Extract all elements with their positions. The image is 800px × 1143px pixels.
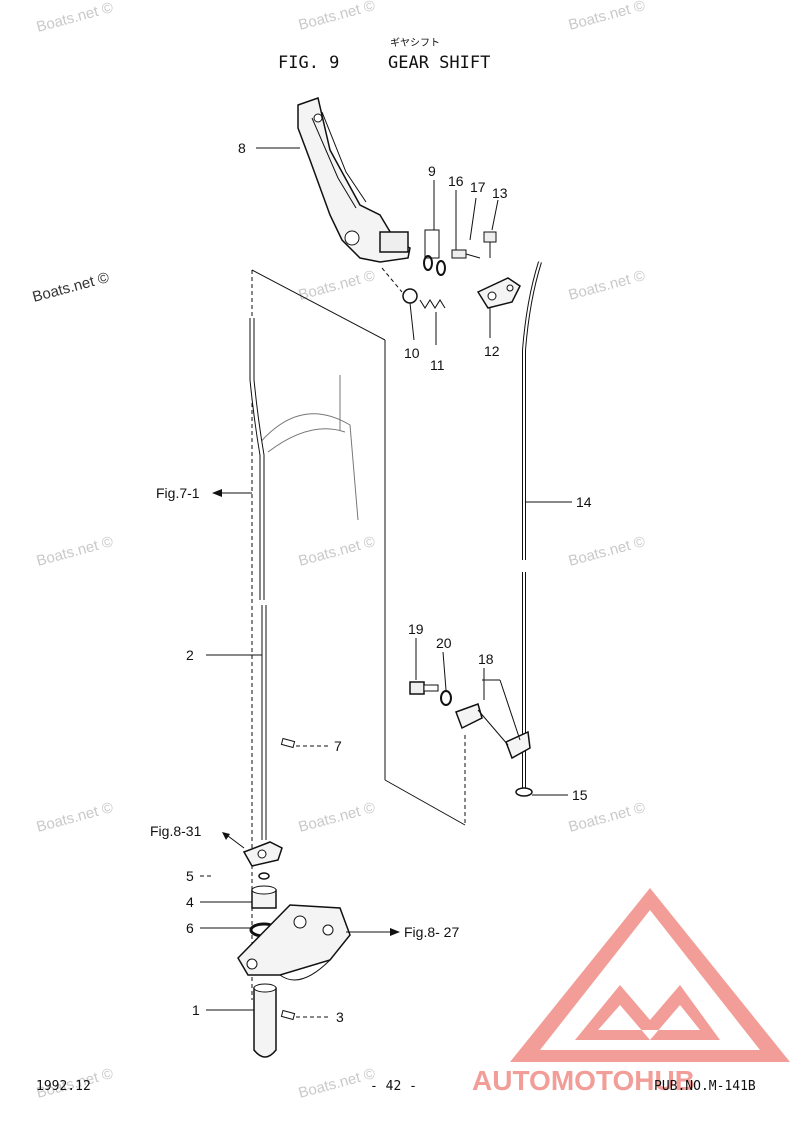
callout-18: 18 bbox=[478, 651, 494, 667]
callout-8: 8 bbox=[238, 140, 246, 156]
footer-pub-number: PUB.NO.M-141B bbox=[654, 1079, 756, 1094]
callout-4: 4 bbox=[186, 894, 194, 910]
watermark-text: Boats.net © bbox=[297, 267, 377, 304]
o-ring-9 bbox=[423, 229, 446, 276]
housing-outline bbox=[251, 269, 466, 1000]
screw-13 bbox=[483, 231, 497, 258]
watermark-text: Boats.net © bbox=[567, 0, 647, 34]
callout-16: 16 bbox=[448, 173, 464, 189]
watermark-text: Boats.net © bbox=[567, 267, 647, 304]
pin-7 bbox=[280, 737, 296, 749]
connector-18 bbox=[455, 679, 531, 760]
brand-text: AUTOMOTOHUB bbox=[472, 1065, 695, 1096]
base-housing bbox=[237, 904, 351, 981]
watermark-text: Boats.net © bbox=[297, 0, 377, 34]
callout-2: 2 bbox=[186, 647, 194, 663]
watermark-text: Boats.net © bbox=[35, 0, 115, 36]
callout-13: 13 bbox=[492, 185, 508, 201]
watermark-text: Boats.net © bbox=[35, 799, 115, 836]
callout-14: 14 bbox=[576, 494, 592, 510]
seal-4 bbox=[251, 885, 277, 909]
shift-lever bbox=[297, 97, 411, 263]
watermark-text: Boats.net © bbox=[297, 533, 377, 570]
callout-6: 6 bbox=[186, 920, 194, 936]
watermark-text: Boats.net © bbox=[297, 1065, 377, 1102]
watermark-text: Boats.net © bbox=[35, 533, 115, 570]
link-12 bbox=[476, 277, 521, 309]
ref-fig-8-31: Fig.8-31 bbox=[150, 823, 202, 839]
automotohub-logo: AUTOMOTOHUB bbox=[472, 888, 790, 1096]
callout-17: 17 bbox=[470, 179, 486, 195]
spring-11 bbox=[419, 299, 446, 309]
washer-20 bbox=[440, 690, 452, 706]
footer-page-number: - 42 - bbox=[370, 1079, 417, 1094]
page-title: GEAR SHIFT bbox=[388, 53, 490, 73]
grommet-15 bbox=[515, 787, 533, 797]
detent-ball-10 bbox=[402, 288, 418, 304]
watermark-text: Boats.net © bbox=[297, 799, 377, 836]
pin-3 bbox=[280, 1009, 296, 1021]
callout-9: 9 bbox=[428, 163, 436, 179]
callout-3: 3 bbox=[336, 1009, 344, 1025]
watermark-text: Boats.net © bbox=[567, 799, 647, 836]
ref-fig-7-1: Fig.7-1 bbox=[156, 485, 200, 501]
shift-rod-14 bbox=[522, 261, 542, 790]
watermark-text: Boats.net © bbox=[567, 533, 647, 570]
figure-number: FIG. 9 bbox=[278, 53, 339, 73]
gasket-plate bbox=[242, 841, 283, 867]
callout-20: 20 bbox=[436, 635, 452, 651]
ref-fig-8-27: Fig.8- 27 bbox=[404, 924, 459, 940]
callout-10: 10 bbox=[404, 345, 420, 361]
callout-19: 19 bbox=[408, 621, 424, 637]
callout-7: 7 bbox=[334, 738, 342, 754]
shift-rod-2 bbox=[249, 318, 267, 840]
tube-1 bbox=[253, 983, 277, 1058]
callout-5: 5 bbox=[186, 868, 194, 884]
callout-11: 11 bbox=[430, 357, 445, 373]
watermark-text: Boats.net © bbox=[31, 269, 111, 306]
callout-1: 1 bbox=[192, 1002, 200, 1018]
bolt-19 bbox=[409, 681, 439, 695]
callout-15: 15 bbox=[572, 787, 588, 803]
bolt-16 bbox=[451, 249, 481, 259]
title-japanese: ギヤシフト bbox=[390, 37, 440, 49]
footer-date: 1992.12 bbox=[36, 1079, 91, 1094]
callout-12: 12 bbox=[484, 343, 500, 359]
o-ring-5 bbox=[258, 872, 270, 880]
